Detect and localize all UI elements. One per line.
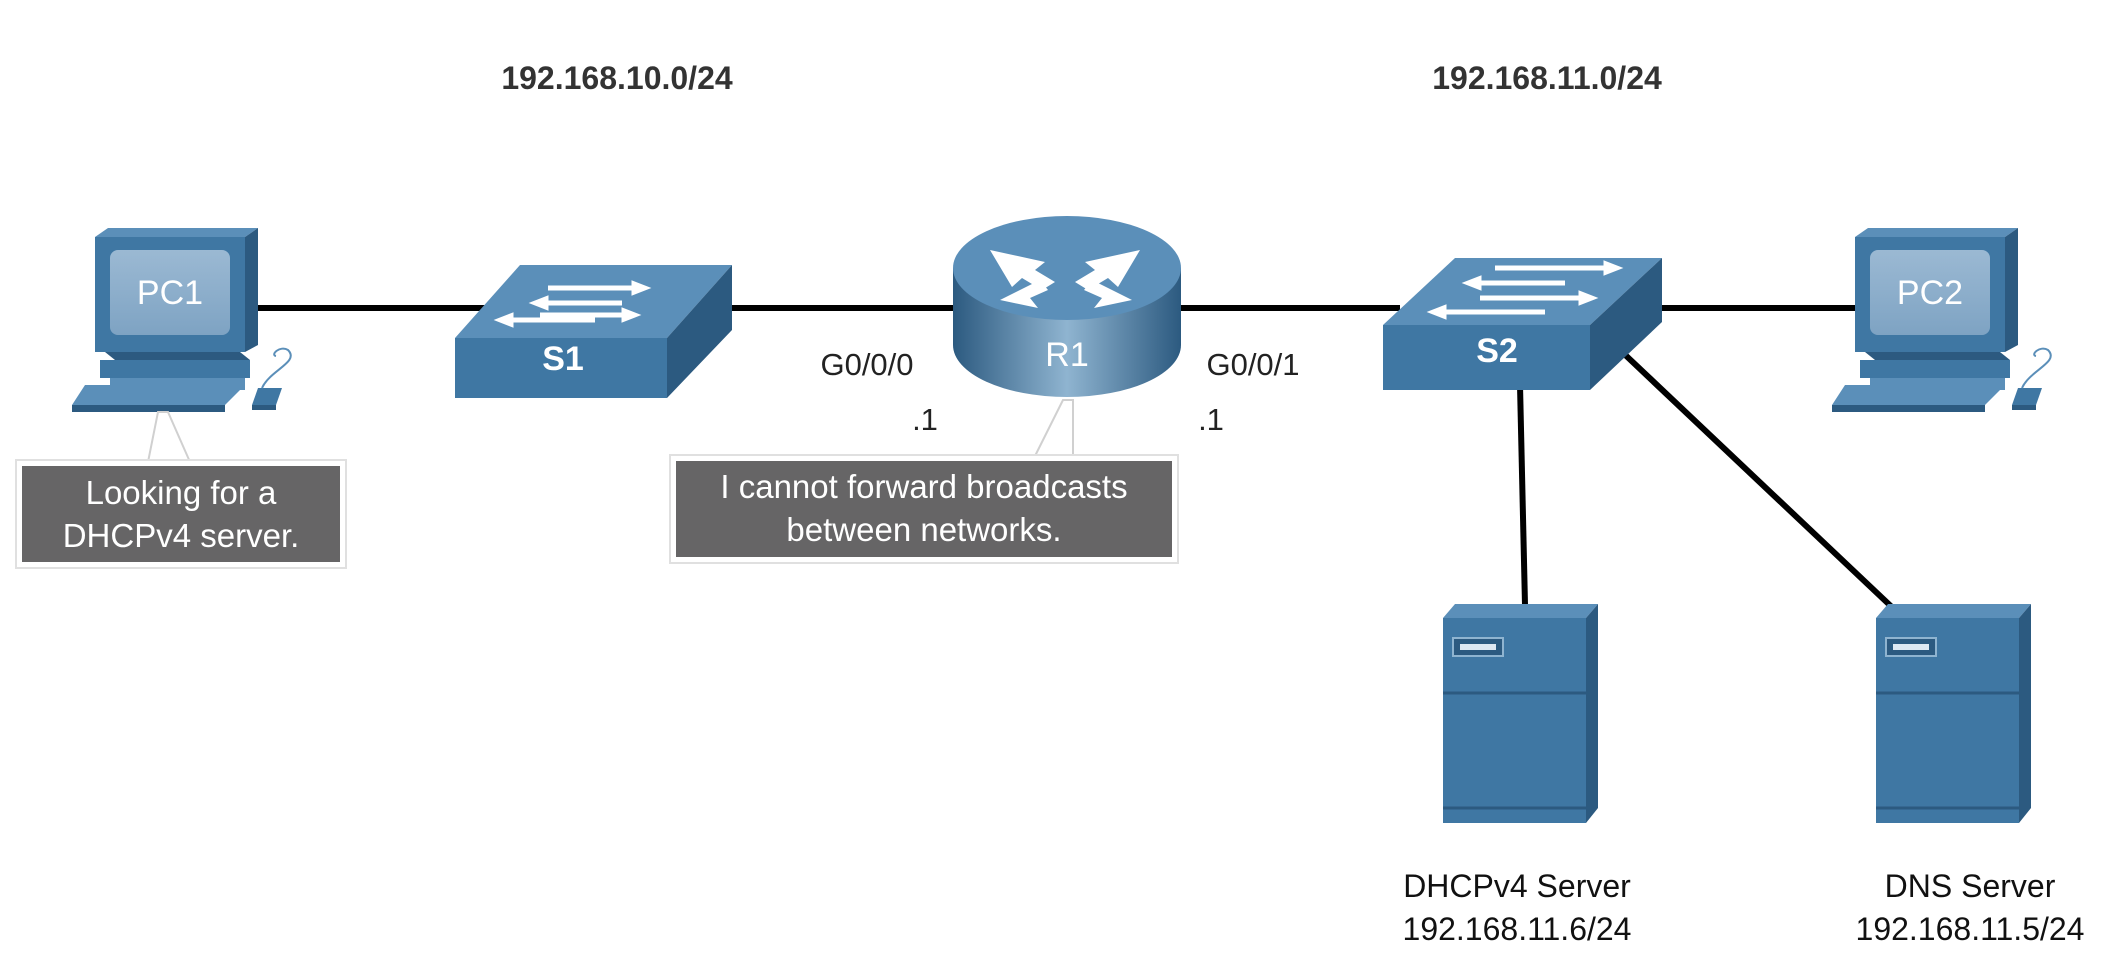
dns-server-icon[interactable]: [1876, 604, 2031, 823]
link-s2-dns-server: [1617, 347, 1898, 613]
links: [250, 305, 1898, 613]
dns-server-name: DNS Server: [1885, 868, 2056, 904]
r1-callout: I cannot forward broadcasts between netw…: [669, 399, 1179, 564]
r1-label: R1: [1045, 336, 1088, 374]
dns-server-address: 192.168.11.5/24: [1856, 911, 2085, 947]
r1-left-interface-label: G0/0/0: [820, 347, 913, 382]
s2-label: S2: [1476, 332, 1518, 370]
r1-right-interface-label: G0/0/1: [1206, 347, 1299, 382]
pc1-computer-icon[interactable]: PC1: [72, 228, 292, 412]
pc1-callout: Looking for a DHCPv4 server.: [15, 411, 347, 569]
s2-switch-icon[interactable]: S2: [1383, 258, 1662, 390]
r1-left-address-label: .1: [912, 402, 938, 437]
r1-right-address-label: .1: [1198, 402, 1224, 437]
dhcp-server-icon[interactable]: [1443, 604, 1598, 823]
pc1-callout-line-1: Looking for a: [86, 474, 277, 511]
r1-callout-line-2: between networks.: [786, 511, 1061, 548]
pc1-label: PC1: [137, 274, 203, 312]
pc1-callout-line-2: DHCPv4 server.: [63, 517, 300, 554]
r1-router-icon[interactable]: R1: [953, 216, 1181, 397]
r1-callout-line-1: I cannot forward broadcasts: [720, 468, 1127, 505]
network-label-left: 192.168.10.0/24: [501, 60, 733, 96]
dhcp-server-name: DHCPv4 Server: [1403, 868, 1631, 904]
link-s2-dhcp-server: [1517, 384, 1528, 606]
dhcp-server-address: 192.168.11.6/24: [1403, 911, 1632, 947]
pc2-computer-icon[interactable]: PC2: [1832, 228, 2052, 412]
s1-label: S1: [542, 340, 584, 378]
pc2-label: PC2: [1897, 274, 1963, 312]
network-label-right: 192.168.11.0/24: [1432, 60, 1662, 96]
s1-switch-icon[interactable]: S1: [455, 265, 732, 398]
